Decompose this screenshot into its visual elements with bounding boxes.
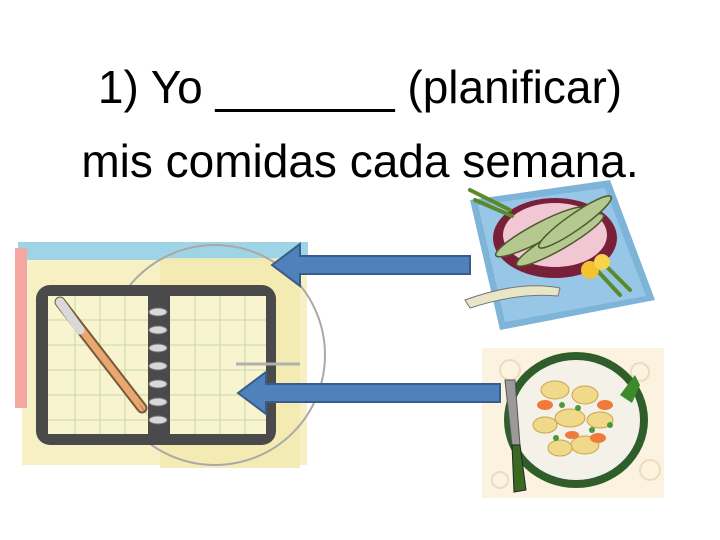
pen-icon [54,296,150,418]
sentence-line-2: mis comidas cada semana. [81,135,639,187]
left-arrow-icon [236,370,501,416]
pasta-plate-icon [482,348,664,498]
fish-plate-icon [464,180,655,330]
left-arrow-icon [270,242,471,288]
fork-icon [504,379,527,493]
planner-icon [15,242,326,468]
sentence-line-1: 1) Yo _______ (planificar) [97,61,623,113]
